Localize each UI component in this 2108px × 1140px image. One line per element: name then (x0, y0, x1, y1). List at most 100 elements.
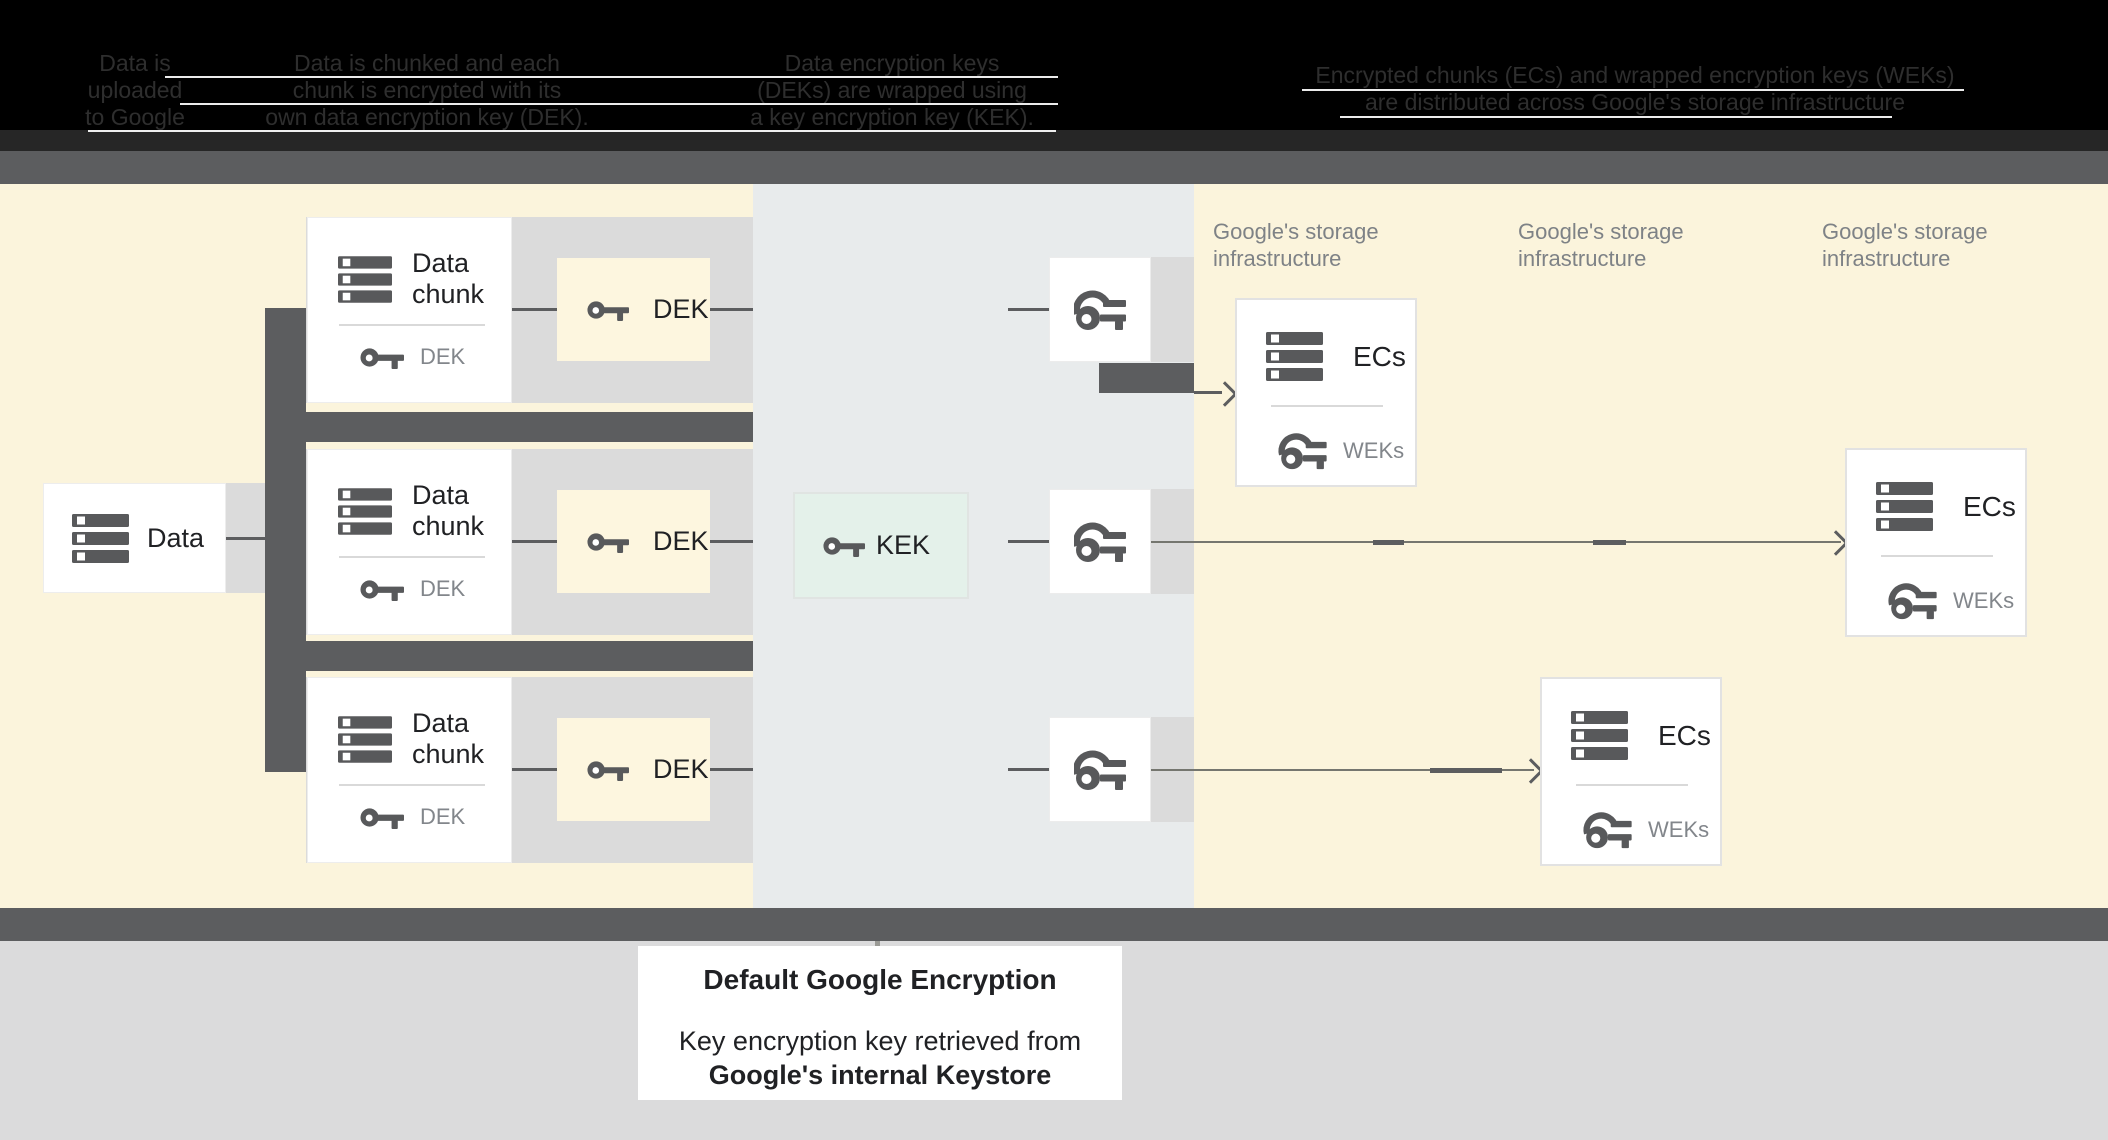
data-chunk-icon (338, 487, 392, 535)
branch-bar-1 (265, 412, 753, 442)
wrapped-key-icon (1887, 581, 1939, 621)
key-icon (823, 536, 865, 557)
arrow-line-segment (1593, 540, 1626, 545)
data-icon (72, 513, 129, 563)
chunk-1-title: Data chunk (412, 248, 484, 310)
top-divider-bar (0, 151, 2108, 184)
footer-connector-notch (875, 941, 880, 948)
legend-line-1: Key encryption key retrieved from (678, 1026, 1082, 1056)
connector (710, 540, 753, 543)
kek-box: KEK (793, 492, 969, 599)
header-rule (1340, 116, 1892, 118)
dek-2-label: DEK (653, 526, 709, 556)
data-chunk-icon (338, 255, 392, 303)
dek-1-label: DEK (653, 294, 709, 324)
dek-box-2: DEK (557, 490, 710, 593)
ec-3-header: ECs (1571, 711, 1720, 760)
ec-1-divider (1271, 405, 1383, 407)
header: Data is uploaded to Google Data is chunk… (0, 0, 2108, 151)
header-step-4: Encrypted chunks (ECs) and wrapped encry… (1290, 62, 1980, 116)
ec-3-divider (1576, 784, 1688, 786)
dek-box-3: DEK (557, 718, 710, 821)
data-label: Data (147, 522, 205, 553)
data-connector (226, 537, 266, 540)
key-icon (587, 300, 629, 321)
chunk-2-divider (339, 556, 485, 558)
wrapped-key-icon (1277, 431, 1329, 471)
bottom-divider-bar (0, 908, 2108, 941)
key-icon (360, 347, 404, 369)
arrow-line (1194, 391, 1222, 394)
connector (1008, 308, 1049, 311)
chunk-title-line: Data (412, 708, 470, 738)
connector (512, 540, 557, 543)
chunk-3-dek: DEK (360, 804, 511, 830)
ec-2-weks: WEKs (1887, 581, 2025, 621)
key-icon (587, 532, 629, 553)
chunk-title-line: chunk (412, 511, 485, 541)
chunk-title-line: chunk (412, 739, 485, 769)
dek-3-label: DEK (653, 754, 709, 784)
chunk-title-line: Data (412, 480, 470, 510)
ec-2-header: ECs (1876, 482, 2025, 531)
data-chunk-box-3: Data chunk DEK (307, 677, 512, 863)
ec-box-2: ECs WEKs (1845, 448, 2027, 637)
storage-label-1: Google's storage infrastructure (1213, 218, 1453, 272)
storage-label-line: infrastructure (1518, 246, 1647, 271)
step-2-line: own data encryption key (DEK). (265, 104, 589, 130)
dek-box-1: DEK (557, 258, 710, 361)
data-chunk-icon (338, 715, 392, 763)
ec-box-1: ECs WEKs (1235, 298, 1417, 487)
row1-dark-connector (1099, 363, 1194, 393)
connector (512, 308, 557, 311)
storage-label-line: infrastructure (1213, 246, 1342, 271)
arrow-line-segment (1430, 768, 1502, 773)
ec-1-header: ECs (1266, 332, 1415, 381)
step-3-line: Data encryption keys (784, 50, 1000, 76)
header-rule (165, 76, 1058, 78)
step-2-line: chunk is encrypted with its (292, 77, 562, 103)
arrow-line (1151, 769, 1534, 771)
step-3-line: (DEKs) are wrapped using (757, 77, 1027, 103)
ec-3-label: ECs (1658, 719, 1711, 751)
storage-label-3: Google's storage infrastructure (1822, 218, 2062, 272)
header-rule (180, 103, 1058, 105)
ec-3-weks: WEKs (1582, 810, 1720, 850)
wrapped-key-icon (1582, 810, 1634, 850)
header-rule (1302, 89, 1964, 91)
wrapped-key-icon (1074, 288, 1126, 332)
arrow-line (1151, 541, 1841, 543)
data-chunk-box-2: Data chunk DEK (307, 449, 512, 635)
storage-label-line: Google's storage (1518, 219, 1684, 244)
legend-line-2: Google's internal Keystore (708, 1060, 1052, 1090)
data-box: Data (43, 483, 226, 593)
step-3-line: a key encryption key (KEK). (750, 104, 1034, 130)
storage-label-2: Google's storage infrastructure (1518, 218, 1758, 272)
key1-band (1151, 257, 1194, 362)
branch-bar-2 (265, 641, 753, 671)
ec-2-weks-label: WEKs (1953, 588, 2015, 613)
wrapped-key-icon (1074, 520, 1126, 564)
wrapped-key-box-1 (1049, 257, 1151, 362)
encrypted-chunks-icon (1571, 711, 1628, 760)
storage-label-line: Google's storage (1213, 219, 1379, 244)
header-step-1: Data is uploaded to Google (70, 50, 200, 131)
step-1-line: Data is (99, 50, 171, 76)
header-step-2: Data is chunked and each chunk is encryp… (262, 50, 592, 131)
connector (512, 768, 557, 771)
chunk-1-dek-label: DEK (420, 344, 466, 369)
data-chunk-box-1: Data chunk DEK (307, 217, 512, 403)
wrapped-key-box-2 (1049, 489, 1151, 594)
kek-label: KEK (876, 530, 931, 560)
encrypted-chunks-icon (1266, 332, 1323, 381)
connector (710, 308, 753, 311)
storage-label-line: Google's storage (1822, 219, 1988, 244)
chunk-title-line: Data (412, 248, 470, 278)
wrapped-key-box-3 (1049, 717, 1151, 822)
key-icon (360, 579, 404, 601)
step-2-line: Data is chunked and each (294, 50, 560, 76)
chunk-3-divider (339, 784, 485, 786)
legend-title: Default Google Encryption (703, 964, 1057, 995)
chunk-1-dek: DEK (360, 344, 511, 370)
